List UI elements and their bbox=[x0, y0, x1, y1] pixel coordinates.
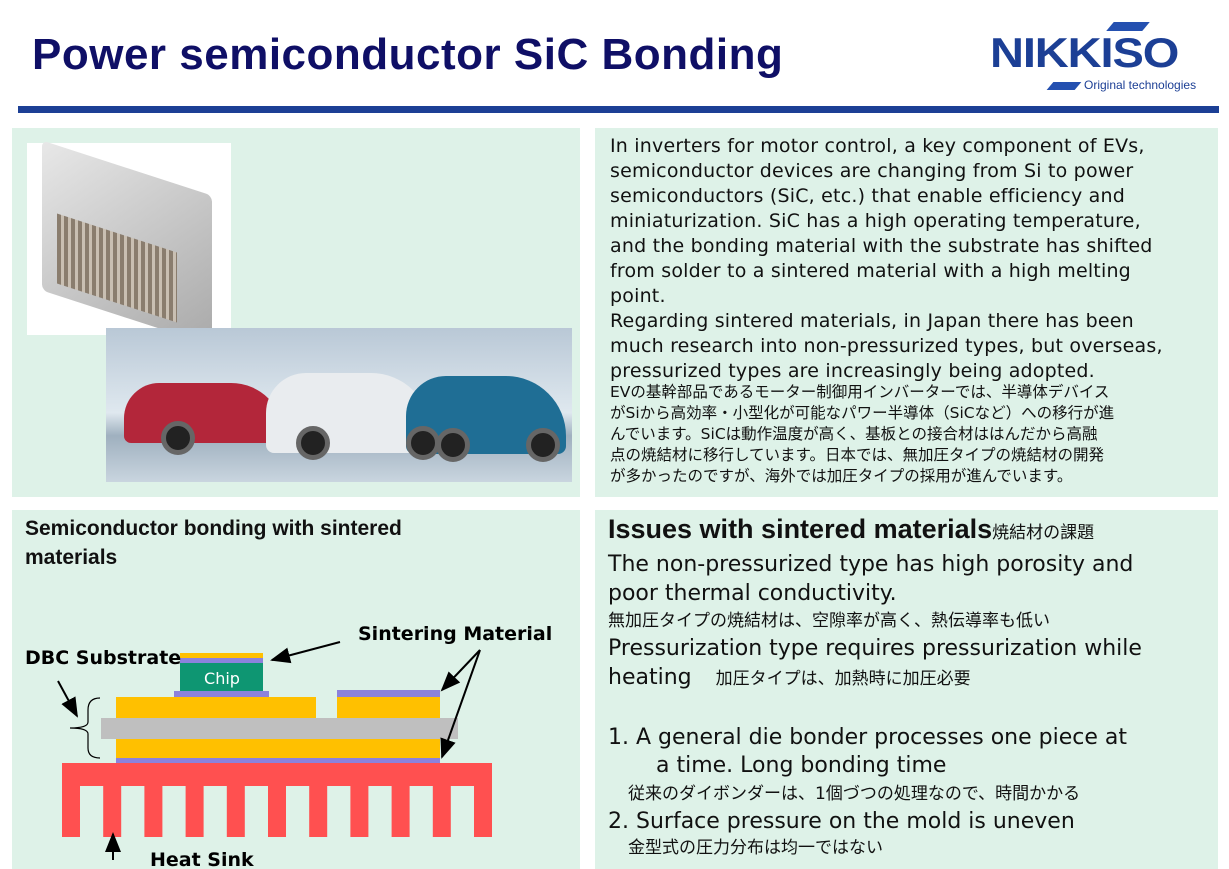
heat-sink-fin bbox=[268, 785, 286, 837]
diagram-heading: Semiconductor bonding with sintered mate… bbox=[25, 514, 402, 572]
text-line: が多かったのですが、海外では加圧タイプの採用が進んでいます。 bbox=[610, 467, 1073, 485]
item-text: Surface pressure on the mold is uneven bbox=[636, 809, 1075, 834]
issue-text-jp: 無加圧タイプの焼結材は、空隙率が高く、熱伝導率も低い bbox=[608, 611, 1050, 631]
heat-sink-fin bbox=[432, 785, 451, 837]
text-line: semiconductors (SiC, etc.) that enable e… bbox=[610, 185, 1125, 207]
text-line: In inverters for motor control, a key co… bbox=[610, 135, 1145, 157]
heat-sink-fin bbox=[226, 785, 245, 837]
power-module-photo bbox=[27, 140, 231, 346]
chip-top-sintering bbox=[180, 658, 263, 663]
issues-heading-jp: 焼結材の課題 bbox=[992, 523, 1095, 543]
issue-text: The non-pressurized type has high porosi… bbox=[608, 552, 1134, 577]
text-line: EVの基幹部品であるモーター制御用インバーターでは、半導体デバイス bbox=[610, 383, 1110, 401]
intro-panel: In inverters for motor control, a key co… bbox=[595, 128, 1218, 497]
upper-copper-right bbox=[337, 697, 440, 718]
lower-copper-layer bbox=[116, 739, 440, 758]
text-line: miniaturization. SiC has a high operatin… bbox=[610, 210, 1141, 232]
chip-top-gold bbox=[180, 653, 263, 658]
issue-text: poor thermal conductivity. bbox=[608, 581, 897, 606]
dbc-bracket bbox=[69, 697, 101, 759]
ev-cars-photo bbox=[106, 328, 572, 482]
item-text: a time. Long bonding time bbox=[656, 753, 947, 778]
text-line: がSiから高効率・小型化が可能なパワー半導体（SiCなど）への移行が進 bbox=[610, 404, 1115, 422]
issue-list-item-1: 1. A general die bonder processes one pi… bbox=[608, 724, 1218, 808]
heat-sink-fin bbox=[309, 785, 328, 837]
sintering-material-label: Sintering Material bbox=[358, 623, 552, 645]
ceramic-layer bbox=[101, 718, 458, 739]
issue-list-item-2: 2. Surface pressure on the mold is uneve… bbox=[608, 808, 1218, 860]
item-text-jp: 従来のダイボンダーは、1個づつの処理なので、時間かかる bbox=[628, 784, 1081, 804]
issue-text: Pressurization type requires pressurizat… bbox=[608, 636, 1142, 661]
heat-sink-label: Heat Sink bbox=[150, 849, 254, 869]
text-line: from solder to a sintered material with … bbox=[610, 260, 1131, 282]
issues-panel: Issues with sintered materials焼結材の課題 The… bbox=[595, 510, 1218, 869]
logo-tagline: Original technologies bbox=[1084, 78, 1197, 92]
text-line: semiconductor devices are changing from … bbox=[610, 160, 1134, 182]
right-sintering-layer bbox=[337, 690, 440, 697]
issue-text-jp: 加圧タイプは、加熱時に加圧必要 bbox=[715, 669, 971, 689]
item-number: 1. bbox=[608, 725, 629, 750]
header-rule bbox=[18, 106, 1219, 113]
heat-sink-base bbox=[62, 763, 492, 786]
issues-heading: Issues with sintered materials bbox=[608, 514, 993, 544]
nikkiso-logo: NIKKISO Original technologies bbox=[990, 22, 1205, 94]
heat-sink-fin bbox=[185, 785, 204, 837]
text-line: much research into non-pressurized types… bbox=[610, 335, 1163, 357]
item-text-jp: 金型式の圧力分布は均一ではない bbox=[628, 838, 883, 858]
item-number: 2. bbox=[608, 809, 629, 834]
heat-sink-fin bbox=[391, 785, 410, 837]
issue-text: heating bbox=[608, 665, 692, 690]
text-line: pressurized types are increasingly being… bbox=[610, 360, 1095, 382]
page-title: Power semiconductor SiC Bonding bbox=[32, 30, 784, 79]
dbc-substrate-label: DBC Substrate bbox=[25, 647, 181, 669]
arrow-right-sintering bbox=[440, 649, 481, 692]
white-car bbox=[266, 373, 431, 453]
item-text: A general die bonder processes one piece… bbox=[636, 725, 1127, 750]
text-line: and the bonding material with the substr… bbox=[610, 235, 1153, 257]
chip-sintering-layer bbox=[174, 691, 269, 697]
text-line: んでいます。SiCは動作温度が高く、基板との接合材ははんだから高融 bbox=[610, 425, 1098, 443]
chip bbox=[180, 663, 263, 691]
arrow-dbc bbox=[57, 680, 78, 718]
text-line: 点の焼結材に移行しています。日本では、無加圧タイプの焼結材の開発 bbox=[610, 446, 1104, 464]
upper-copper-left bbox=[116, 697, 316, 718]
bottom-sintering-layer bbox=[116, 758, 440, 763]
heat-sink bbox=[62, 763, 492, 837]
logo-wordmark: NIKKISO bbox=[990, 29, 1179, 76]
heat-sink-fin bbox=[474, 785, 492, 837]
chip-label: Chip bbox=[204, 669, 240, 688]
arrow-chip-sintering bbox=[270, 641, 341, 664]
heading-line: Semiconductor bonding with sintered bbox=[25, 517, 402, 540]
heat-sink-fin bbox=[144, 785, 163, 837]
text-line: Regarding sintered materials, in Japan t… bbox=[610, 310, 1134, 332]
text-line: point. bbox=[610, 285, 666, 307]
heat-sink-fin bbox=[103, 785, 122, 837]
red-car bbox=[124, 383, 284, 443]
heat-sink-fin bbox=[350, 785, 369, 837]
heat-sink-fin bbox=[62, 785, 80, 837]
arrow-bottom-sintering bbox=[440, 649, 481, 759]
heading-line: materials bbox=[25, 546, 118, 569]
